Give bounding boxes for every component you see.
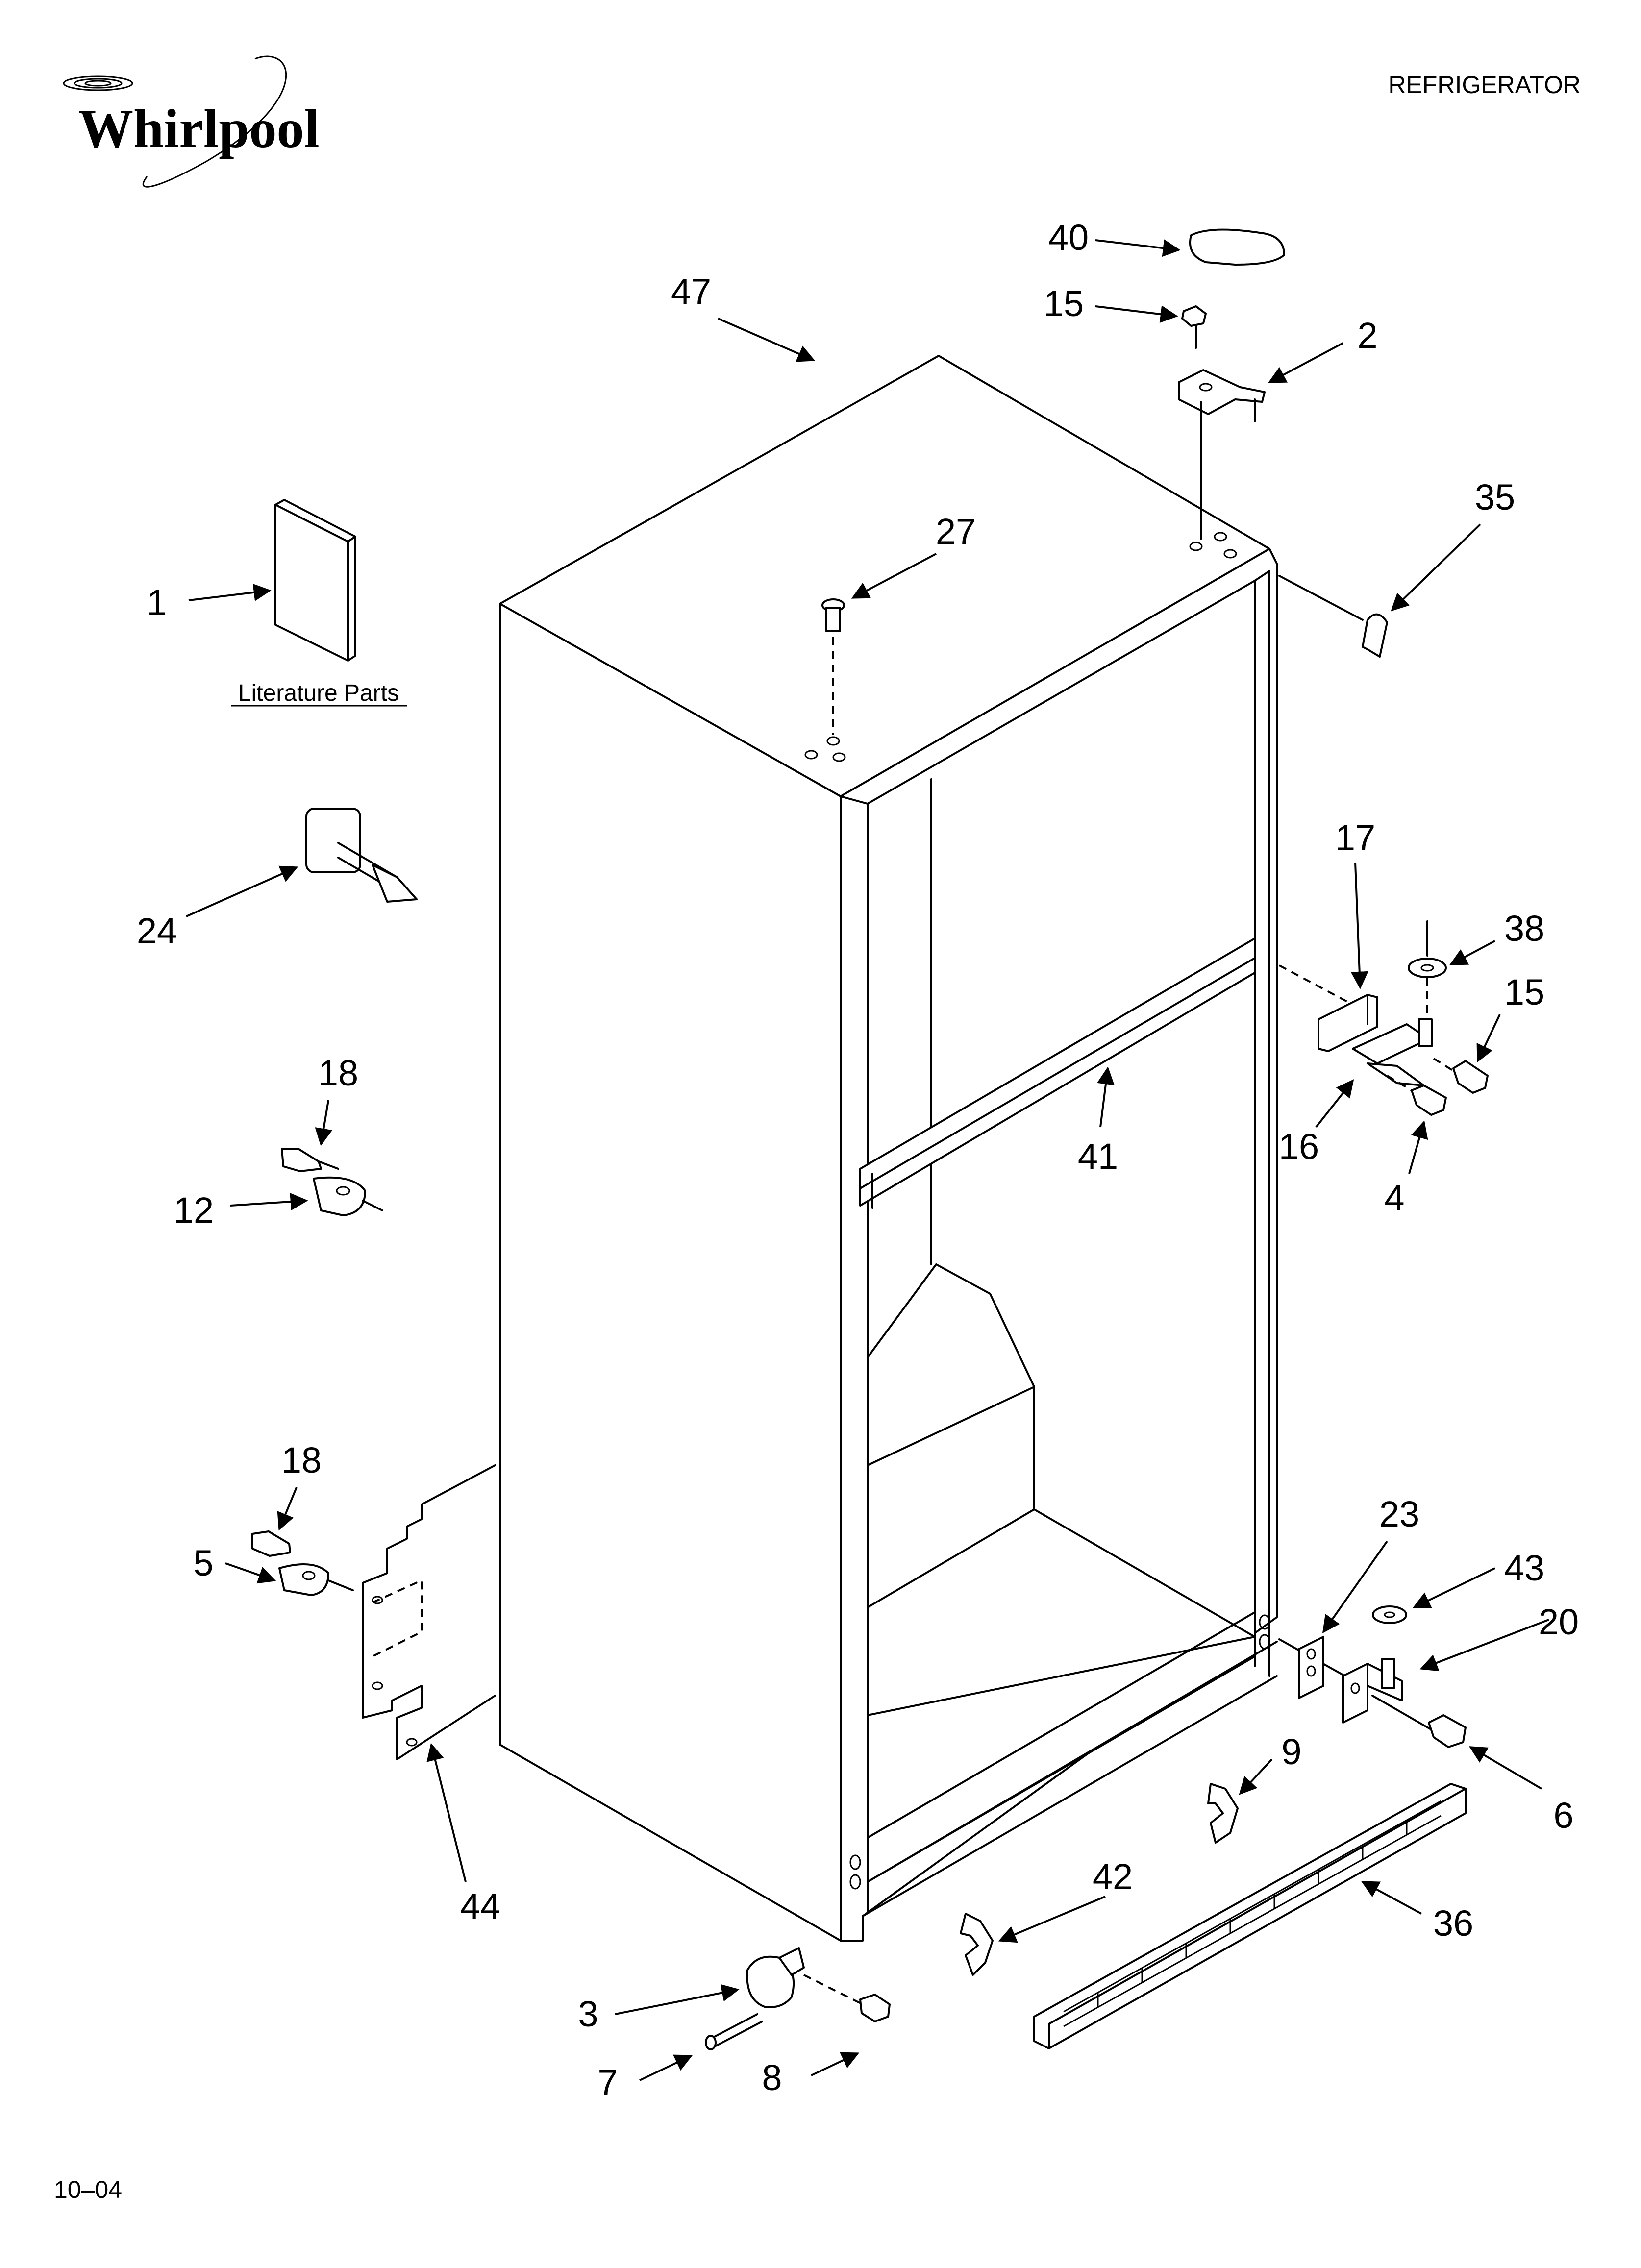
bottom-hinge-group xyxy=(1278,1605,1467,1748)
callout-7: 7 xyxy=(597,2062,618,2103)
divider-rail-41 xyxy=(859,937,1256,1209)
callout-38: 38 xyxy=(1504,908,1544,949)
callout-15-right: 15 xyxy=(1504,972,1544,1012)
whirlpool-logo: Whirlpool xyxy=(63,55,320,188)
callout-36: 36 xyxy=(1433,1903,1473,1944)
part-24 xyxy=(305,808,418,903)
center-hinge-group xyxy=(1279,920,1489,1116)
callout-41: 41 xyxy=(1078,1136,1118,1177)
callout-27: 27 xyxy=(936,511,976,552)
callout-42: 42 xyxy=(1093,1856,1133,1897)
clip-12-screw-18 xyxy=(281,1148,383,1216)
side-panel-44 xyxy=(362,1464,496,1760)
callout-4: 4 xyxy=(1384,1178,1404,1218)
hinge-cap-40 xyxy=(1189,228,1285,266)
callout-44: 44 xyxy=(460,1886,500,1926)
callout-2: 2 xyxy=(1357,315,1377,356)
callout-18-upper: 18 xyxy=(318,1053,358,1093)
callout-23: 23 xyxy=(1379,1494,1419,1534)
callout-12: 12 xyxy=(174,1190,214,1231)
clip-42 xyxy=(960,1913,994,1976)
hinge-cover-35 xyxy=(1278,575,1388,658)
top-hinge-2 xyxy=(1178,305,1266,540)
plug-27 xyxy=(821,598,845,735)
callout-35: 35 xyxy=(1475,477,1515,518)
callout-47: 47 xyxy=(671,271,711,312)
callout-3: 3 xyxy=(578,1994,598,2034)
callout-16: 16 xyxy=(1279,1126,1319,1167)
callout-18-lower: 18 xyxy=(281,1440,322,1480)
clip-9 xyxy=(1207,1783,1239,1844)
roller-group-3 xyxy=(705,1947,891,2050)
cabinet-47 xyxy=(499,355,1278,1942)
callout-labels: 47 40 15 2 35 27 1 24 17 38 15 16 4 41 1… xyxy=(137,217,1579,2103)
footer-date-code: 10–04 xyxy=(54,2176,122,2203)
callout-9: 9 xyxy=(1281,1731,1301,1772)
page-title: REFRIGERATOR xyxy=(1388,71,1581,99)
callout-17: 17 xyxy=(1335,817,1375,858)
toe-grille-36 xyxy=(1033,1783,1467,2049)
callout-40: 40 xyxy=(1048,217,1089,258)
callout-15-top: 15 xyxy=(1044,283,1084,324)
callout-leaders xyxy=(186,239,1549,2081)
brand-logo-text: Whirlpool xyxy=(78,99,320,159)
clip-5-screw-18 xyxy=(251,1530,354,1596)
callout-20: 20 xyxy=(1539,1602,1579,1642)
literature-book-1 xyxy=(274,499,356,662)
literature-parts-label: Literature Parts xyxy=(238,680,399,706)
callout-43: 43 xyxy=(1504,1548,1544,1588)
callout-24: 24 xyxy=(137,911,177,951)
callout-1: 1 xyxy=(147,582,167,623)
callout-8: 8 xyxy=(762,2057,782,2098)
callout-5: 5 xyxy=(193,1543,213,1583)
callout-6: 6 xyxy=(1553,1795,1573,1836)
